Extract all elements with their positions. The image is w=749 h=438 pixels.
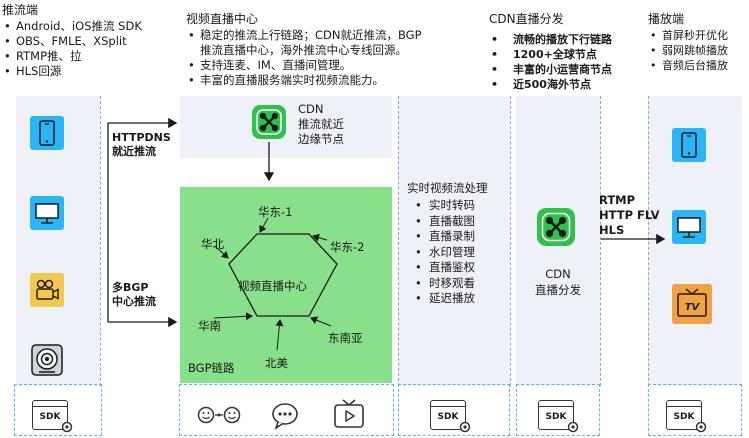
httpdns-line: 就近推流 (112, 145, 156, 158)
push-list: Android、iOS推流 SDK OBS、FMLE、XSplit RTMP推、… (2, 19, 142, 79)
httpdns-label: HTTPDNS 就近推流 (112, 131, 171, 159)
center-item-line: 推流直播中心，海外推流中心专线回源。 (200, 43, 407, 57)
httpdns-line: HTTPDNS (112, 131, 171, 144)
push-item: Android、iOS推流 SDK (2, 19, 142, 34)
protocol-line: HLS (599, 223, 625, 237)
center-item: 支持连麦、IM、直播间管理。 (186, 58, 422, 73)
push-title: 推流端 (2, 3, 39, 17)
monitor-icon (672, 210, 706, 244)
play-item: 音频后台播放 (648, 58, 728, 73)
edge-line: 推流就近 (298, 117, 344, 131)
push-item: HLS回源 (2, 64, 142, 79)
realtime-item: 水印管理 (413, 245, 488, 261)
realtime-item: 延迟播放 (413, 291, 488, 307)
bgp-node-label: 华东-1 (258, 205, 293, 219)
push-item: RTMP推、拉 (2, 49, 142, 64)
realtime-section: 实时视频流处理 实时转码 直播截图 直播录制 水印管理 直播鉴权 时移观看 延迟… (407, 180, 488, 307)
cdn-item: 1200+全球节点 (489, 47, 612, 62)
realtime-item: 直播截图 (413, 214, 488, 230)
bgp-push-line: 中心推流 (112, 295, 156, 308)
center-list: 稳定的推流上行链路；CDN就近推流，BGP推流直播中心，海外推流中心专线回源。 … (186, 28, 422, 88)
monitor-icon (30, 196, 64, 230)
cdn-node-line: 直播分发 (535, 283, 581, 297)
protocol-line: RTMP (599, 193, 636, 207)
bgp-node-label: 北美 (265, 356, 288, 370)
protocol-line: HTTP FLV (599, 208, 660, 222)
push-section: 推流端 Android、iOS推流 SDK OBS、FMLE、XSplit RT… (2, 1, 142, 79)
cdn-list: 流畅的播放下行链路 1200+全球节点 丰富的小运营商节点 近500海外节点 (489, 32, 612, 92)
realtime-title: 实时视频流处理 (407, 181, 488, 195)
edge-node-icon (251, 104, 287, 140)
sdk-icon: SDK (32, 400, 73, 433)
bgp-node-label: 华东-2 (330, 240, 365, 254)
phone-icon (672, 128, 706, 162)
bgp-push-label: 多BGP 中心推流 (112, 281, 156, 309)
edge-node-label: CDN 推流就近 边缘节点 (298, 102, 344, 147)
play-title: 播放端 (648, 12, 685, 26)
link-icon (197, 404, 241, 430)
sdk-label: SDK (673, 412, 695, 422)
sdk-row (516, 384, 600, 436)
push-item: OBS、FMLE、XSplit (2, 34, 142, 49)
play-item: 首屏秒开优化 (648, 28, 728, 43)
sdk-label: SDK (39, 412, 61, 422)
sdk-label: SDK (545, 412, 567, 422)
divider (100, 96, 101, 386)
center-title: 视频直播中心 (186, 12, 259, 26)
divider (600, 96, 601, 386)
cdn-item: 丰富的小运营商节点 (489, 62, 612, 77)
play-section: 播放端 首屏秒开优化 弱网跳帧播放 音频后台播放 (648, 10, 728, 73)
sdk-icon: SDK (538, 400, 579, 433)
phone-icon (30, 116, 64, 150)
bgp-node-label: 华南 (198, 319, 221, 333)
sdk-icon: SDK (430, 400, 471, 433)
sdk-icon: SDK (666, 400, 707, 433)
camera-icon (30, 273, 64, 307)
center-item-line: 稳定的推流上行链路；CDN就近推流，BGP (200, 28, 422, 42)
webcam-icon (29, 342, 65, 378)
realtime-item: 直播录制 (413, 229, 488, 245)
cdn-section: CDN直播分发 流畅的播放下行链路 1200+全球节点 丰富的小运营商节点 近5… (489, 10, 612, 92)
center-section: 视频直播中心 稳定的推流上行链路；CDN就近推流，BGP推流直播中心，海外推流中… (186, 10, 422, 88)
sdk-row (179, 384, 394, 436)
sdk-row (14, 384, 102, 436)
cdn-item: 流畅的播放下行链路 (489, 32, 612, 47)
bgp-zone (180, 187, 392, 383)
realtime-item: 实时转码 (413, 198, 488, 214)
edge-line: 边缘节点 (298, 132, 344, 146)
bgp-node-label: 华北 (201, 237, 224, 251)
bgp-hexagon (228, 233, 338, 317)
bgp-node-label: 东南亚 (328, 331, 363, 345)
cdn-node-line: CDN (545, 267, 571, 281)
divider (398, 96, 399, 386)
sdk-row (398, 384, 510, 436)
chat-icon (270, 400, 300, 434)
cdn-item: 近500海外节点 (489, 77, 612, 92)
bgp-footer-label: BGP链路 (188, 361, 235, 375)
protocol-label: RTMP HTTP FLV HLS (599, 193, 660, 238)
cdn-node-icon (536, 207, 576, 247)
realtime-list: 实时转码 直播截图 直播录制 水印管理 直播鉴权 时移观看 延迟播放 (413, 198, 488, 307)
cdn-node-label: CDN 直播分发 (516, 266, 600, 298)
center-item: 丰富的直播服务端实时视频流能力。 (186, 73, 422, 88)
divider (510, 96, 511, 386)
play-list: 首屏秒开优化 弱网跳帧播放 音频后台播放 (648, 28, 728, 73)
bgp-hub-label: 视频直播中心 (238, 279, 307, 293)
sdk-row (648, 384, 742, 436)
play-item: 弱网跳帧播放 (648, 43, 728, 58)
svg-text:TV: TV (685, 302, 701, 313)
cdn-title: CDN直播分发 (489, 12, 564, 26)
divider (648, 96, 649, 386)
tv-icon: TV (672, 284, 712, 324)
realtime-item: 时移观看 (413, 276, 488, 292)
bgp-push-line: 多BGP (112, 281, 149, 294)
sdk-label: SDK (437, 412, 459, 422)
realtime-item: 直播鉴权 (413, 260, 488, 276)
edge-line: CDN (298, 102, 324, 116)
tv-play-icon (333, 398, 365, 434)
